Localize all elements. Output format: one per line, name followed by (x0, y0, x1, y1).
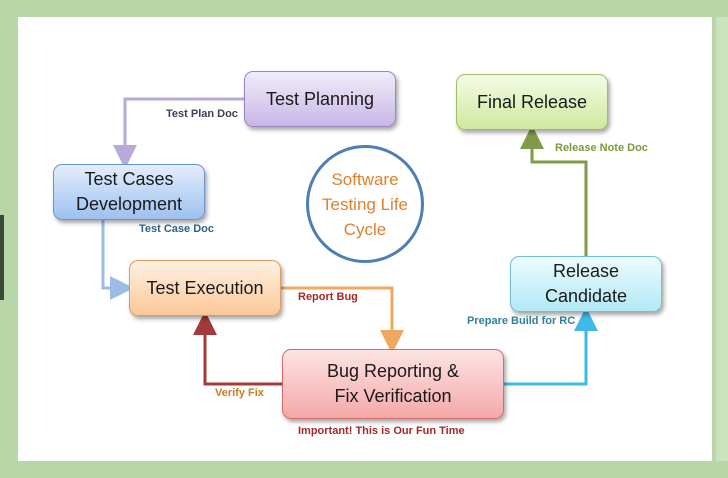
label-test-case-doc: Test Case Doc (139, 223, 214, 235)
label-release-note-doc: Release Note Doc (555, 142, 648, 154)
label-report-bug: Report Bug (298, 291, 358, 303)
window-edge-strip (0, 215, 4, 300)
lifecycle-title-circle: Software Testing Life Cycle (306, 145, 424, 263)
release-candidate-label: Release Candidate (544, 261, 628, 306)
label-important: Important! This is Our Fun Time (298, 425, 465, 437)
release-candidate-node: Release Candidate (510, 256, 662, 312)
arrow-planning-to-cases (113, 97, 244, 169)
bug-reporting-node: Bug Reporting & Fix Verification (282, 349, 504, 419)
test-execution-node: Test Execution (129, 260, 281, 316)
arrow-bug-to-execution (193, 311, 282, 386)
arrow-candidate-to-release (520, 125, 588, 256)
test-planning-label: Test Planning (265, 88, 375, 109)
lifecycle-title: Software Testing Life Cycle (322, 169, 408, 239)
final-release-label: Final Release (476, 91, 588, 112)
window-edge-bar (716, 17, 728, 461)
label-verify-fix: Verify Fix (215, 387, 264, 399)
arrow-execution-to-bug (281, 286, 404, 354)
label-prepare-build: Prepare Build for RC (467, 315, 576, 327)
final-release-node: Final Release (456, 74, 608, 130)
test-cases-development-label: Test Cases Development (75, 169, 183, 214)
bug-reporting-label: Bug Reporting & Fix Verification (326, 361, 460, 406)
test-cases-development-node: Test Cases Development (53, 164, 205, 220)
test-planning-node: Test Planning (244, 71, 396, 127)
label-test-plan-doc: Test Plan Doc (166, 108, 238, 120)
arrow-cases-to-execution (101, 220, 134, 300)
arrow-bug-to-candidate (504, 307, 598, 386)
test-execution-label: Test Execution (146, 277, 264, 298)
